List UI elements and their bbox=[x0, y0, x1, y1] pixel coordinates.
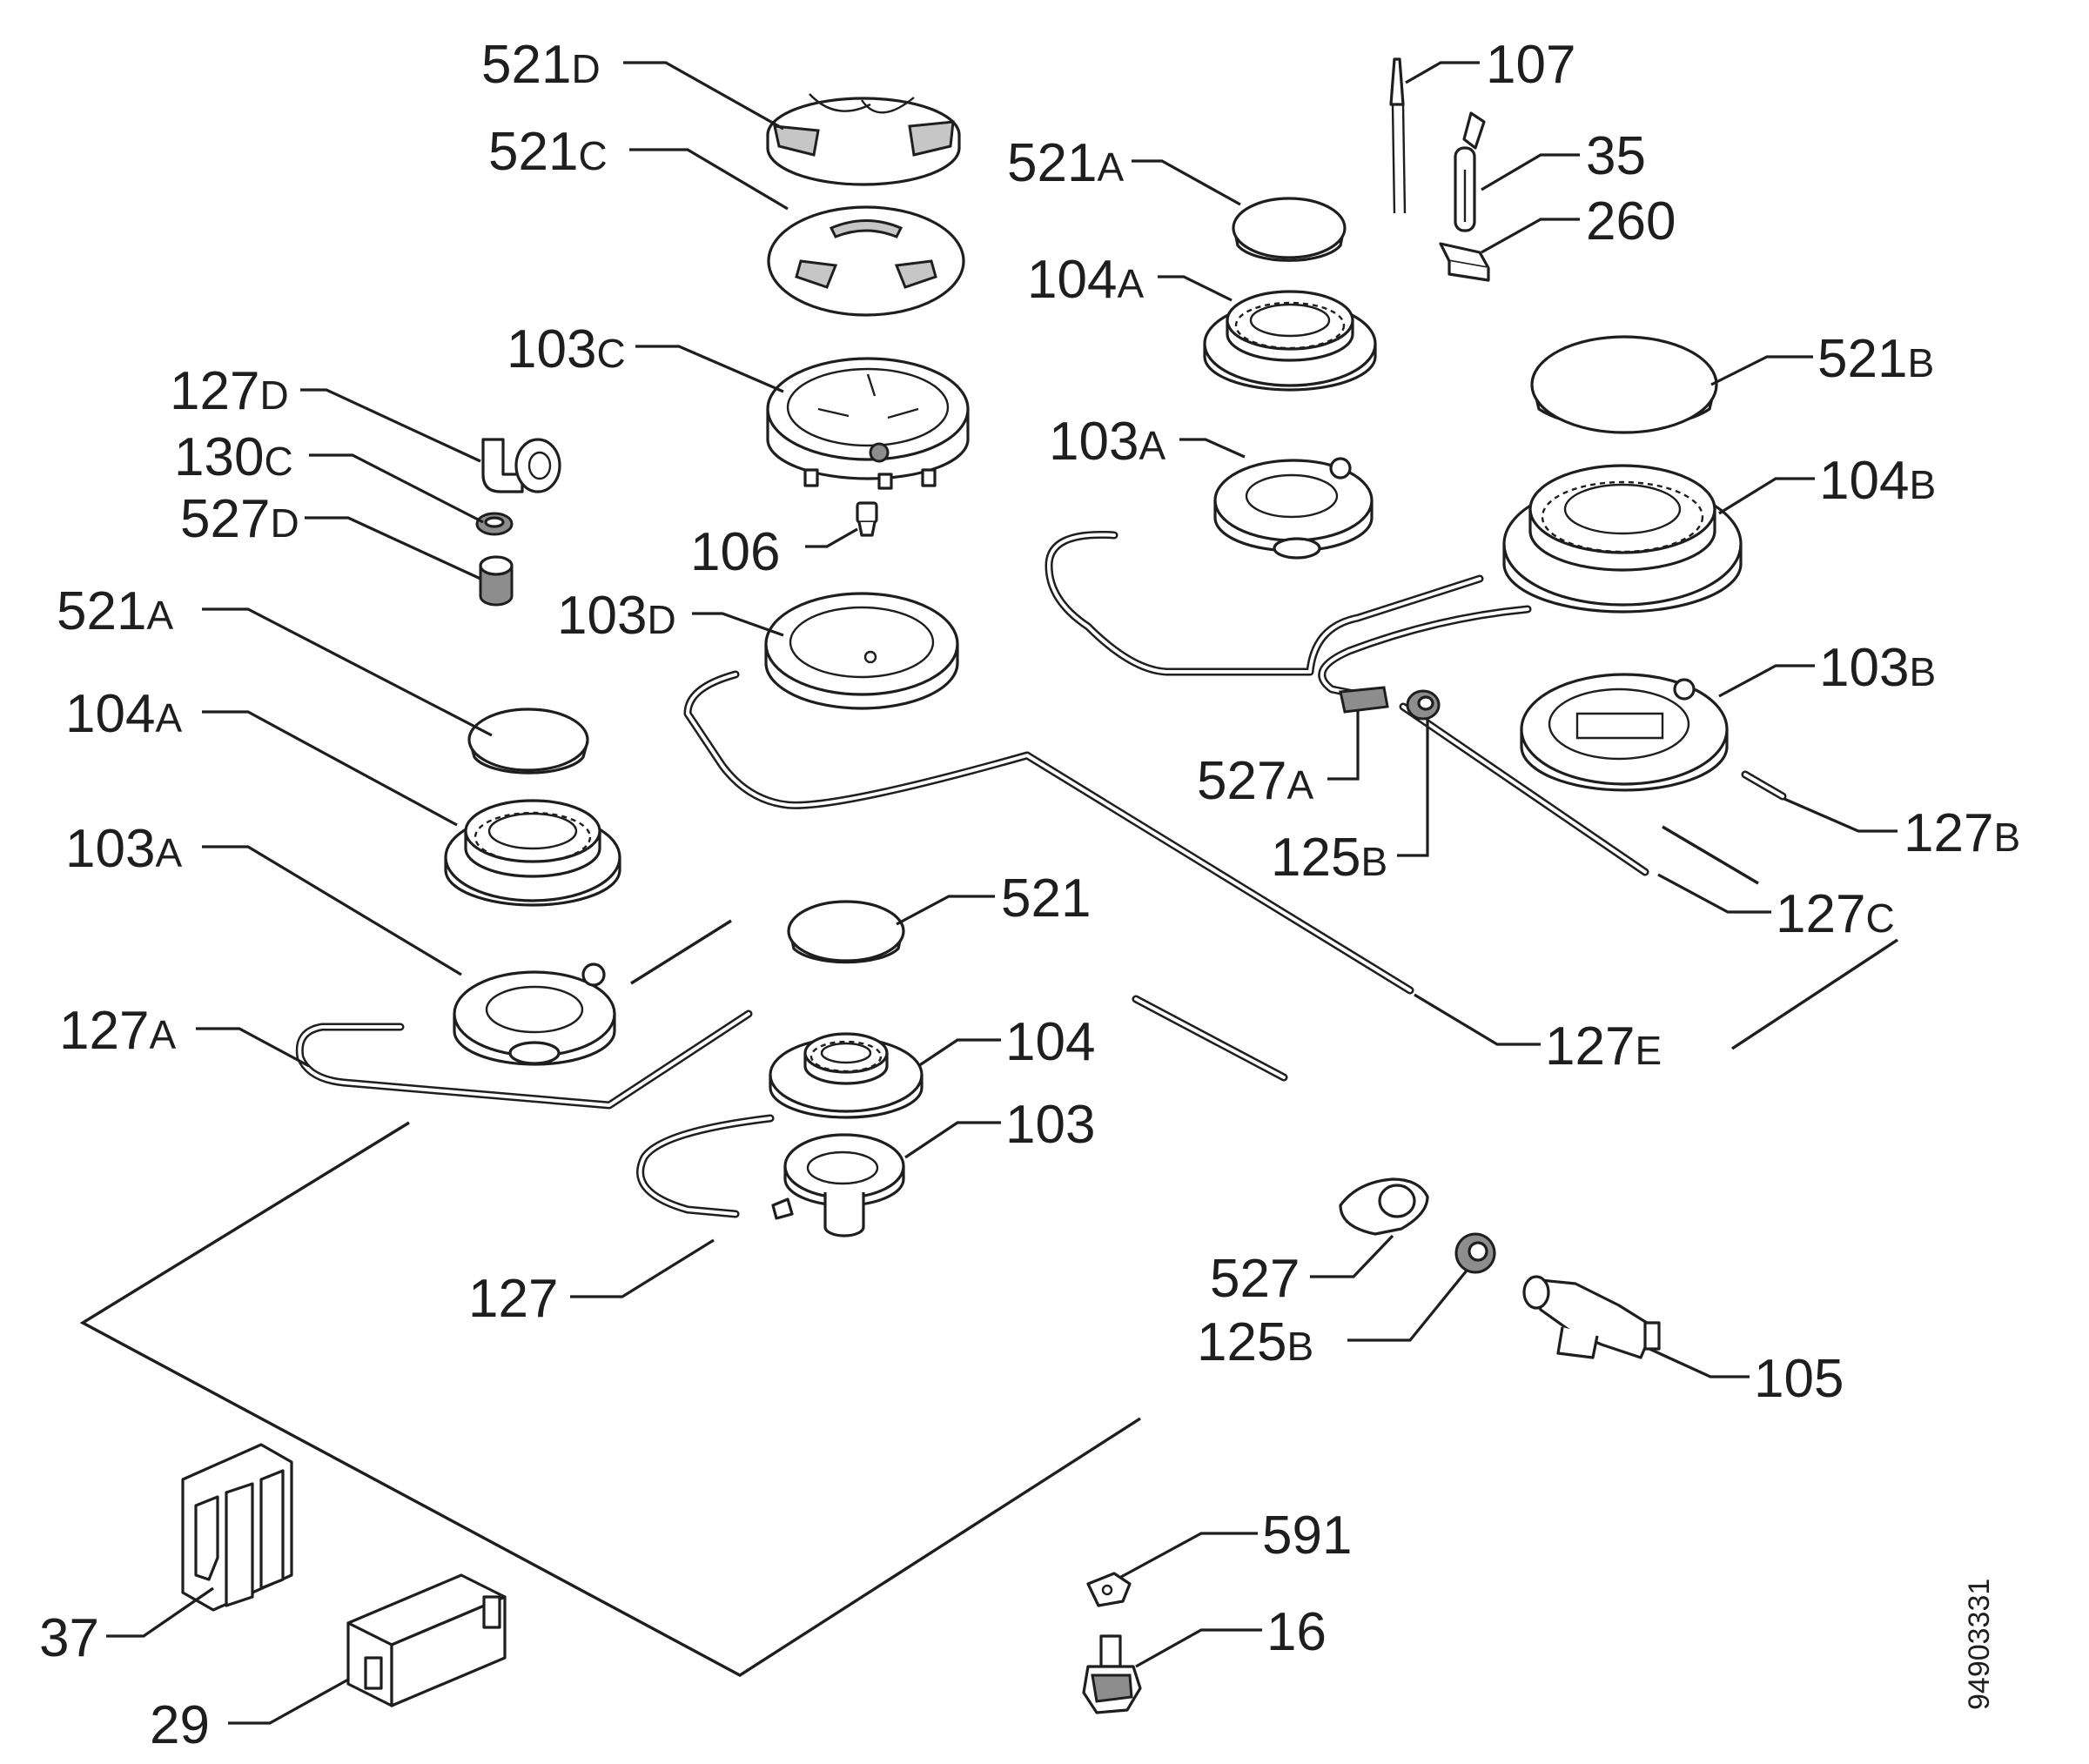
label-29: 29 bbox=[150, 1695, 210, 1755]
label-104a-right: 104A bbox=[1027, 250, 1144, 310]
burner-base-103 bbox=[771, 1133, 905, 1237]
label-103c: 103C bbox=[507, 319, 626, 379]
washer-130c bbox=[475, 512, 514, 536]
switch-block-37 bbox=[181, 1443, 293, 1612]
thermocouple-107 bbox=[1389, 57, 1407, 214]
label-104: 104 bbox=[1005, 1012, 1095, 1072]
burner-cap-521d bbox=[766, 93, 961, 186]
label-527d: 527D bbox=[180, 489, 299, 549]
burner-cap-521 bbox=[787, 900, 905, 964]
label-127: 127 bbox=[468, 1269, 558, 1329]
burner-cap-521a-right bbox=[1232, 197, 1347, 262]
hob-frame-outline bbox=[79, 825, 1898, 1677]
label-37: 37 bbox=[39, 1608, 99, 1668]
label-527a: 527A bbox=[1197, 751, 1313, 811]
label-591: 591 bbox=[1262, 1506, 1352, 1566]
label-127c: 127C bbox=[1776, 884, 1895, 944]
flame-spreader-104a-right bbox=[1203, 290, 1377, 392]
label-106: 106 bbox=[690, 522, 780, 582]
nut-527 bbox=[1339, 1177, 1429, 1236]
label-107: 107 bbox=[1486, 35, 1575, 95]
gas-tap-105 bbox=[1522, 1275, 1661, 1359]
label-103d: 103D bbox=[557, 586, 676, 646]
label-104b: 104B bbox=[1819, 451, 1936, 511]
injector-106 bbox=[856, 501, 878, 537]
label-521d: 521D bbox=[481, 35, 601, 95]
label-527: 527 bbox=[1210, 1249, 1300, 1309]
label-103a-left: 103A bbox=[65, 819, 182, 879]
label-103: 103 bbox=[1005, 1095, 1095, 1155]
gas-tubes bbox=[295, 530, 1787, 1218]
label-16: 16 bbox=[1266, 1602, 1327, 1662]
label-127d: 127D bbox=[170, 361, 289, 421]
flame-spreader-104a-left bbox=[444, 799, 621, 907]
terminal-block-29 bbox=[346, 1573, 507, 1707]
label-103a-right: 103A bbox=[1049, 412, 1165, 472]
burner-cap-521c bbox=[767, 205, 965, 317]
label-521: 521 bbox=[1001, 869, 1091, 929]
label-521a-left: 521A bbox=[57, 581, 173, 641]
document-number: 94903331 bbox=[1963, 1579, 1996, 1710]
label-127e: 127E bbox=[1545, 1016, 1662, 1077]
clip-591 bbox=[1086, 1572, 1132, 1607]
label-127b: 127B bbox=[1904, 803, 2020, 863]
label-125b-top: 125B bbox=[1271, 828, 1387, 888]
burner-base-103c bbox=[766, 357, 970, 490]
burner-cap-521b bbox=[1530, 335, 1718, 434]
burner-cap-521a-left bbox=[467, 708, 589, 775]
label-127a: 127A bbox=[59, 1001, 176, 1061]
nipple-125b-top bbox=[1406, 689, 1441, 721]
flame-spreader-104b bbox=[1502, 464, 1743, 614]
label-125b-bottom: 125B bbox=[1197, 1312, 1313, 1372]
label-130c: 130C bbox=[174, 427, 293, 487]
label-105: 105 bbox=[1754, 1349, 1844, 1409]
nut-527d bbox=[479, 555, 514, 607]
burner-base-103b bbox=[1520, 673, 1729, 792]
label-521c: 521C bbox=[488, 122, 608, 182]
spark-generator-16 bbox=[1082, 1634, 1142, 1714]
label-521b: 521B bbox=[1817, 329, 1934, 389]
label-521a-right: 521A bbox=[1007, 133, 1124, 193]
burner-base-103a-right bbox=[1213, 457, 1374, 560]
electrode-35 bbox=[1454, 111, 1486, 232]
label-260: 260 bbox=[1586, 191, 1676, 252]
flame-spreader-104 bbox=[769, 1032, 924, 1119]
burner-base-103d bbox=[764, 592, 959, 710]
label-104a-left: 104A bbox=[65, 684, 182, 744]
burner-base-103a-left bbox=[453, 962, 616, 1066]
leader-lines bbox=[106, 61, 1898, 1725]
nipple-125b-bottom bbox=[1454, 1232, 1496, 1274]
clip-260 bbox=[1439, 242, 1490, 282]
part-labels: 521D 521C 103C 127D 130C 527D 106 103D 5… bbox=[39, 35, 2020, 1755]
label-103b: 103B bbox=[1819, 638, 1936, 698]
label-35: 35 bbox=[1586, 126, 1646, 186]
nut-527a bbox=[1339, 686, 1389, 714]
elbow-connector-127d bbox=[481, 438, 561, 493]
